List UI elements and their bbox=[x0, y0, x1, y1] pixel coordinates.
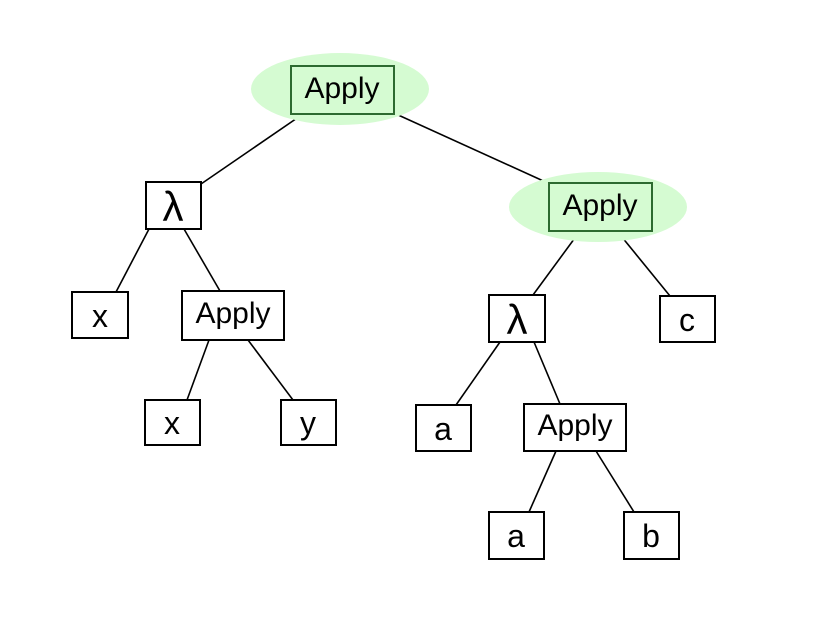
node-box bbox=[290, 65, 395, 115]
edge-lambda-right-to-a bbox=[455, 341, 501, 406]
node-label: x bbox=[164, 405, 180, 441]
node-box bbox=[181, 290, 285, 341]
tree-node-a-bottom: a bbox=[488, 511, 545, 560]
tree-node-apply-right: Apply bbox=[509, 172, 687, 242]
node-box bbox=[144, 399, 201, 446]
node-label: a bbox=[507, 518, 525, 554]
node-label: Apply bbox=[304, 72, 379, 105]
node-box bbox=[145, 181, 202, 230]
tree-node-c: c bbox=[659, 295, 716, 343]
node-box bbox=[548, 182, 653, 232]
edge-apply-right-to-c bbox=[616, 230, 671, 297]
tree-node-x-left: x bbox=[71, 291, 129, 339]
node-box bbox=[488, 294, 546, 343]
node-box bbox=[280, 399, 337, 446]
node-label: λ bbox=[163, 183, 184, 230]
node-label: y bbox=[300, 405, 316, 441]
tree-node-root-apply: Apply bbox=[251, 53, 429, 125]
edge-apply-left-to-x bbox=[186, 339, 210, 401]
edge-apply-left-to-y bbox=[247, 339, 294, 401]
edge-lambda-left-to-apply bbox=[183, 228, 221, 292]
node-label: Apply bbox=[195, 297, 270, 330]
edge-lambda-left-to-x bbox=[115, 228, 150, 293]
node-label: b bbox=[642, 518, 660, 554]
tree-edges bbox=[115, 113, 671, 513]
node-label: Apply bbox=[537, 409, 612, 442]
node-box bbox=[659, 295, 716, 343]
node-label: Apply bbox=[562, 189, 637, 222]
edge-apply-bottom-to-b bbox=[595, 450, 635, 513]
tree-node-apply-left: Apply bbox=[181, 290, 285, 341]
node-box bbox=[623, 511, 680, 560]
edge-root-to-apply-right bbox=[395, 113, 551, 185]
node-label: x bbox=[92, 298, 108, 334]
edge-apply-right-to-lambda bbox=[532, 230, 581, 296]
edge-apply-bottom-to-a bbox=[528, 450, 557, 513]
tree-node-apply-bottom: Apply bbox=[523, 403, 627, 452]
edge-lambda-right-to-apply bbox=[533, 341, 561, 405]
tree-node-lambda-right: λ bbox=[488, 294, 546, 343]
edge-root-to-lambda-left bbox=[200, 113, 304, 185]
node-label: c bbox=[679, 302, 695, 338]
node-box bbox=[415, 404, 472, 452]
node-label: λ bbox=[507, 296, 528, 343]
node-label: a bbox=[434, 411, 452, 447]
node-box bbox=[488, 511, 545, 560]
tree-node-y-bottom: y bbox=[280, 399, 337, 446]
tree-node-x-bottom: x bbox=[144, 399, 201, 446]
node-box bbox=[523, 403, 627, 452]
node-box bbox=[71, 291, 129, 339]
tree-node-b-bottom: b bbox=[623, 511, 680, 560]
tree-node-a-left: a bbox=[415, 404, 472, 452]
tree-node-lambda-left: λ bbox=[145, 181, 202, 230]
